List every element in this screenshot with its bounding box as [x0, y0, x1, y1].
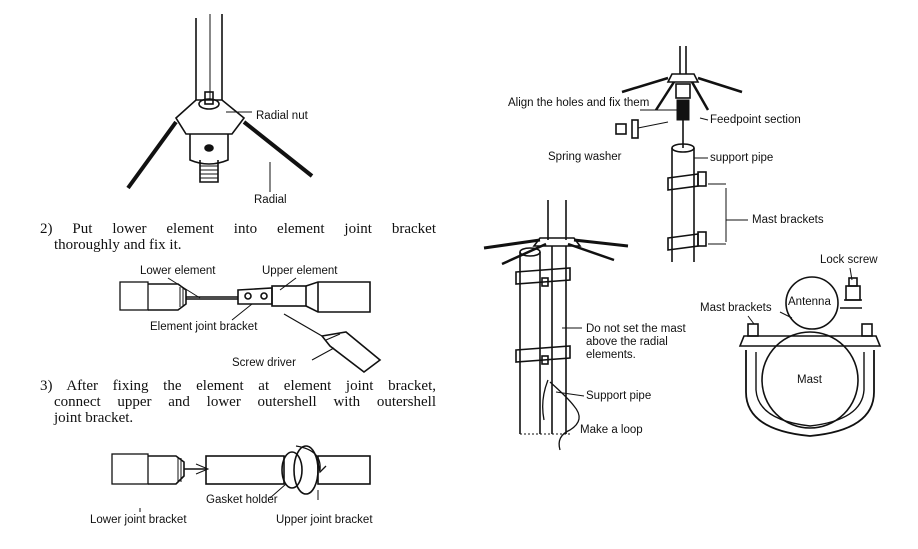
- upper-element-label: Upper element: [262, 265, 338, 277]
- mast-label: Mast: [797, 374, 822, 386]
- step-2-line-2: thoroughly and fix it.: [54, 237, 182, 253]
- step-3-instruction: 3) After fixing the element at element j…: [40, 378, 436, 426]
- element-joint-bracket-label: Element joint bracket: [150, 321, 258, 333]
- lower-element-label: Lower element: [140, 265, 216, 277]
- lock-screw-label: Lock screw: [820, 254, 878, 266]
- lower-joint-bracket-label: Lower joint bracket: [90, 514, 187, 526]
- make-loop-label: Make a loop: [580, 424, 643, 436]
- mast-bracket-section-figure: [738, 267, 882, 437]
- do-not-set-line-3: elements.: [586, 349, 636, 361]
- do-not-set-line-1: Do not set the mast: [586, 323, 686, 335]
- feedpoint-support-figure: [615, 46, 748, 262]
- upper-joint-bracket-label: Upper joint bracket: [276, 514, 373, 526]
- antenna-label: Antenna: [788, 296, 831, 308]
- outershell-joint-figure: [111, 445, 371, 512]
- feedpoint-section-label: Feedpoint section: [710, 114, 801, 126]
- step-3-line-2: connect upper and lower outershell with …: [54, 394, 436, 410]
- screw-driver-label: Screw driver: [232, 357, 296, 369]
- radial-nut-label: Radial nut: [256, 110, 308, 122]
- gasket-holder-label: Gasket holder: [206, 494, 278, 506]
- step-2-instruction: 2) Put lower element into element joint …: [40, 221, 436, 253]
- do-not-set-line-2: above the radial: [586, 336, 668, 348]
- support-pipe-label: Support pipe: [586, 390, 652, 402]
- step-3-line-3: joint bracket.: [54, 410, 134, 426]
- support-pipe-top-label: support pipe: [710, 152, 774, 164]
- mast-brackets-side-label: Mast brackets: [700, 302, 772, 314]
- spring-washer-label: Spring washer: [548, 151, 622, 163]
- element-joint-figure: [119, 277, 382, 374]
- mast-radial-figure: [483, 200, 629, 451]
- step-3-line-1: 3) After fixing the element at element j…: [40, 378, 436, 394]
- radial-nut-figure: [126, 14, 314, 192]
- mast-brackets-top-label: Mast brackets: [752, 214, 824, 226]
- step-2-line-1: 2) Put lower element into element joint …: [40, 221, 436, 237]
- radial-label: Radial: [254, 194, 287, 206]
- align-holes-label: Align the holes and fix them: [508, 97, 650, 109]
